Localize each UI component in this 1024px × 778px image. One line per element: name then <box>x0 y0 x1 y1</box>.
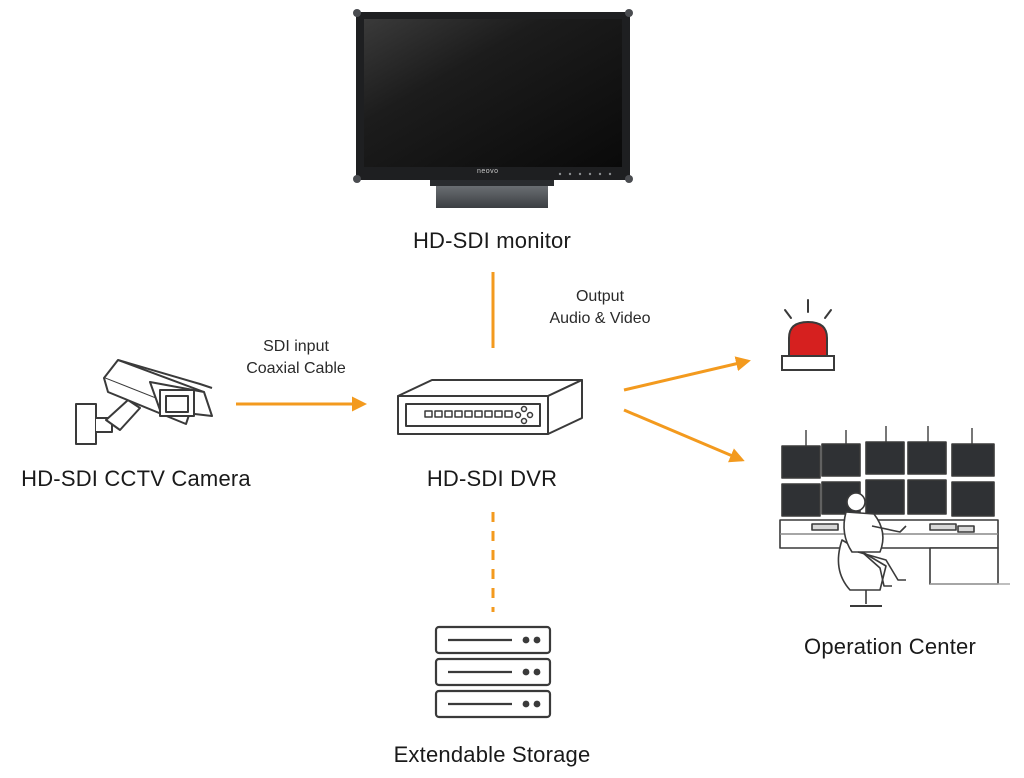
camera-dvr-label: SDI input Coaxial Cable <box>226 336 366 380</box>
output-label-line2: Audio & Video <box>549 310 651 327</box>
camera-dvr-label-line2: Coaxial Cable <box>246 360 346 377</box>
output-label: Output Audio & Video <box>530 286 670 330</box>
operation-center-label: Operation Center <box>804 634 976 659</box>
storage-label: Extendable Storage <box>393 742 591 767</box>
dvr-label: HD-SDI DVR <box>426 466 558 491</box>
monitor-label: HD-SDI monitor <box>412 228 572 253</box>
output-label-line1: Output <box>575 288 625 305</box>
camera-label: HD-SDI CCTV Camera <box>21 466 251 491</box>
camera-dvr-label-line1: SDI input <box>263 338 329 355</box>
monitor-brand: neovo <box>477 168 499 175</box>
dvr-operation-arrow <box>623 408 745 463</box>
dvr-alarm-arrow <box>623 356 751 392</box>
